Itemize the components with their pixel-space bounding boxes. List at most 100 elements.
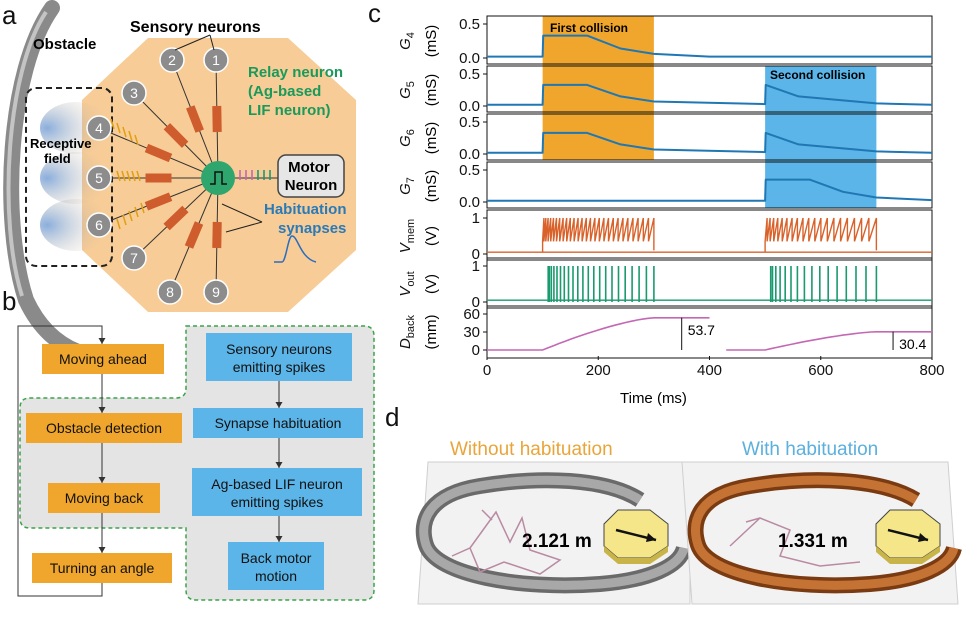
flow-right-line: Sensory neurons (226, 341, 332, 357)
y-axis-unit-3: (mS) (423, 122, 440, 155)
input-spike-tick (136, 170, 141, 182)
with-habituation-label: With habituation (742, 439, 878, 460)
flow-right-line: emitting spikes (233, 359, 326, 375)
synapse-6 (144, 192, 173, 211)
input-spike-tick (131, 170, 136, 182)
y-label-subscript: back (405, 314, 417, 338)
processing-region (19, 325, 375, 601)
sensory-neuron-number: 7 (130, 250, 138, 266)
y-label-subscript: 6 (405, 129, 417, 135)
input-spike-tick (110, 118, 115, 130)
sensory-neuron-2 (159, 47, 185, 73)
subplot-frame-3 (486, 113, 933, 161)
flow-right-box-2 (193, 408, 363, 438)
relay-neuron-label: Relay neuron (Ag-based LIF neuron) (248, 64, 347, 119)
habituation-line2: synapses (278, 220, 346, 237)
annot-first-value: 53.7 (688, 322, 715, 338)
y-tick-label: 60 (463, 306, 480, 323)
input-spike-tick (116, 122, 121, 134)
ring-wall-without-top (419, 475, 689, 590)
receptive-blob-6 (40, 199, 112, 251)
arena-without-habituation: 2.121 m (415, 461, 692, 605)
y-tick-label: 0.0 (459, 146, 480, 163)
ring-wall-with-top (691, 475, 959, 590)
x-tick-label: 400 (697, 362, 722, 379)
subplot-frame-1 (486, 15, 933, 65)
flow-right-label-2: Synapse habituation (215, 415, 342, 431)
y-label-symbol: G (397, 87, 414, 99)
y-tick-label: 0.5 (459, 66, 480, 83)
input-spike-tick (140, 202, 145, 214)
flow-left-label-4: Turning an angle (50, 560, 155, 576)
sensory-neuron-6 (86, 212, 112, 238)
y-tick-label: 0 (472, 294, 480, 311)
input-spike-tick (122, 214, 127, 226)
sensory-neuron-number: 5 (95, 170, 103, 186)
trace-g4 (487, 34, 932, 58)
sensory-neuron-number: 3 (130, 85, 138, 101)
input-spike-tick (116, 218, 121, 230)
without-habituation-label: Without habituation (450, 439, 613, 460)
trace-g7 (487, 178, 933, 202)
distance-without: 2.121 m (522, 531, 592, 552)
arrowhead (98, 407, 106, 413)
synapse-4 (144, 143, 173, 163)
y-tick-label: 0.5 (459, 16, 480, 33)
arrowhead (98, 338, 106, 344)
y-label-symbol: G (397, 135, 414, 147)
sensory-neurons-label: Sensory neurons (130, 19, 261, 36)
dback-trace-1 (487, 317, 710, 351)
y-tick-label: 0 (472, 246, 480, 263)
relay-line3: LIF neuron) (248, 102, 331, 119)
timeseries-stack: 0.50.0G4(mS)0.50.0G5(mS)0.50.0G6(mS)0.50… (397, 15, 945, 379)
synapse-3 (163, 123, 189, 148)
habituation-pointer-2 (221, 203, 263, 223)
flow-right-line: Ag-based LIF neuron (211, 476, 343, 492)
y-axis-label-2: G5 (397, 81, 417, 99)
y-label-symbol: G (397, 183, 414, 195)
obstacle-wall (3, 0, 86, 360)
receptive-field-label: Receptive field (30, 136, 95, 166)
synapse-1 (212, 105, 222, 133)
y-tick-label: 0 (472, 342, 480, 359)
synapse-8 (184, 221, 204, 249)
habituation-line1: Habituation (264, 201, 347, 218)
y-axis-label-7: Dback (397, 314, 417, 349)
y-axis-label-4: G7 (397, 177, 417, 195)
flow-right-line: Back motor (241, 550, 312, 566)
motor-line2: Neuron (285, 177, 338, 194)
y-axis-unit-2: (mS) (423, 74, 440, 107)
y-label-symbol: V (397, 241, 414, 253)
trajectory-without (451, 509, 562, 575)
sensory-neuron-4 (86, 115, 112, 141)
relay-step-icon (210, 171, 227, 185)
y-axis-unit-4: (mS) (423, 170, 440, 203)
panel-label-a: a (2, 0, 17, 30)
robot-with-side (876, 546, 940, 564)
y-tick-label: 0.0 (459, 194, 480, 211)
y-tick-label: 30 (463, 324, 480, 341)
y-label-subscript: 7 (405, 177, 417, 183)
arrowhead (98, 477, 106, 483)
flow-left-box-4 (32, 553, 172, 583)
synapse-5 (145, 173, 172, 183)
subplot-frame-5 (486, 209, 933, 261)
robot-without-side (604, 546, 668, 564)
vout-train-1 (547, 266, 655, 302)
trace-g5 (487, 83, 933, 106)
panel-label-c: c (368, 0, 381, 28)
x-tick-label: 600 (808, 362, 833, 379)
x-tick-label: 200 (586, 362, 611, 379)
input-spike-tick (121, 170, 126, 182)
arrowhead (275, 402, 283, 408)
input-spike-tick (128, 210, 133, 222)
loop-connector (17, 325, 103, 597)
y-axis-label-3: G6 (397, 129, 417, 147)
y-label-subscript: 4 (405, 32, 417, 38)
motor-line1: Motor (288, 159, 330, 176)
x-tick-label: 800 (919, 362, 944, 379)
vmem-train-2 (764, 217, 878, 253)
sensory-neuron-9 (203, 279, 229, 305)
